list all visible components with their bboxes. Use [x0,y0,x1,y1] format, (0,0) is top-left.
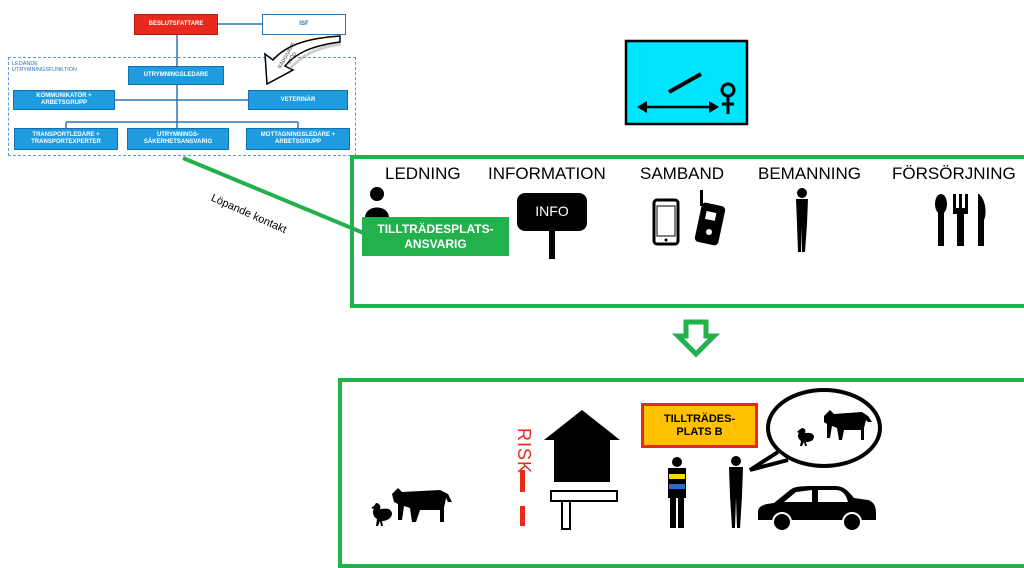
tilltradesplats-b-sign: TILLTRÄDES-PLATS B [641,403,758,448]
info-sign-icon [517,193,587,259]
cow-icon [392,488,452,522]
heading-samband: SAMBAND [640,164,725,183]
radgivare-arrow-icon [264,35,342,86]
risk-line [520,470,525,526]
police-officer-icon [668,457,686,528]
info-sign-label: INFO [535,203,569,219]
heading-bemanning: BEMANNING [758,164,861,183]
contact-line [182,156,367,236]
car-icon [758,486,876,532]
barn-icon [544,410,620,482]
sakerhetsansvarig-box: UTRYMNINGS-SÄKERHETSANSVARIG [127,128,229,150]
standing-person-icon [796,188,808,252]
chicken-icon [371,503,392,526]
smartphone-icon [652,198,680,246]
cutlery-icon [935,194,986,246]
veterinar-box: VETERINÄR [248,90,348,110]
utrymningsledare-box: UTRYMNINGSLEDARE [128,66,224,85]
speech-bubble-icon [748,388,882,472]
farmer-person-icon [729,456,743,528]
kommunikator-box: KOMMUNIKATÖR + ARBETSGRUPP [13,90,115,110]
down-arrow-icon [671,319,721,358]
isf-box: ISF [262,14,346,35]
mottagningsledare-box: MOTTAGNINGSLEDARE + ARBETSGRUPP [246,128,350,150]
barrier-icon [550,490,618,530]
person-silhouette-icon [365,187,389,218]
heading-information: INFORMATION [488,164,606,183]
transportledare-box: TRANSPORTLEDARE + TRANSPORTEXPERTER [14,128,118,150]
radio-icon [694,190,726,246]
functions-panel [350,155,1024,308]
beslutsfattare-box: BESLUTSFATTARE [134,14,218,35]
tilltradesplats-symbol-icon [624,39,749,126]
ledande-label: LEDANDE UTRYMNINGSFUNKTION [12,61,77,74]
risk-label: RISK [514,428,534,475]
ledande-utrymningsfunktion-frame [8,57,356,156]
heading-ledning: LEDNING [385,164,461,183]
heading-forsorjning: FÖRSÖRJNING [892,164,1016,183]
tilltradesplatsansvarig-box: TILLTRÄDESPLATS-ANSVARIG [362,217,509,256]
